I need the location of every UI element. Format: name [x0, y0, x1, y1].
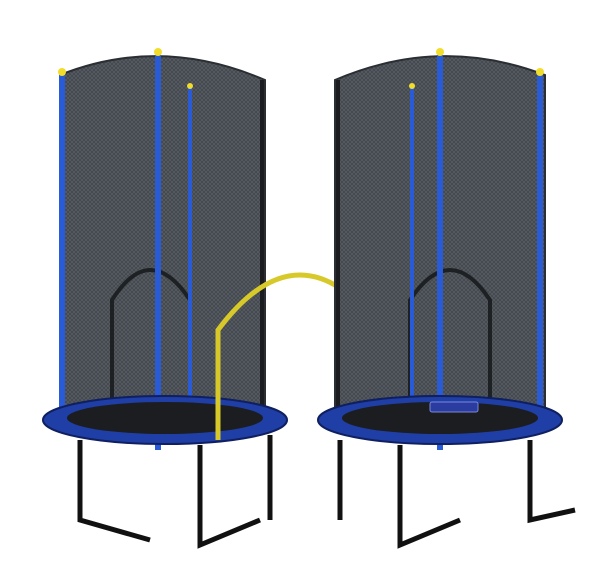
right-logo-patch	[429, 401, 479, 413]
left-pole-cap-1	[58, 68, 66, 76]
right-pole-cap-3	[536, 68, 544, 76]
left-pole-cap-3	[187, 83, 193, 89]
left-net-enclosure	[59, 55, 266, 436]
left-trampoline	[42, 48, 288, 549]
right-net-entrance	[408, 268, 492, 430]
left-pole-cap-2	[154, 48, 162, 56]
right-trampoline	[317, 48, 576, 549]
right-jump-mat	[342, 402, 538, 434]
right-leg-3	[527, 440, 576, 524]
right-pole-cap-1	[409, 83, 415, 89]
right-leg-2	[397, 445, 461, 549]
right-pole-cap-2	[436, 48, 444, 56]
left-leg-2	[197, 445, 261, 549]
left-leg-1	[77, 440, 151, 543]
left-jump-mat	[67, 402, 263, 434]
left-net-entrance	[110, 268, 192, 430]
